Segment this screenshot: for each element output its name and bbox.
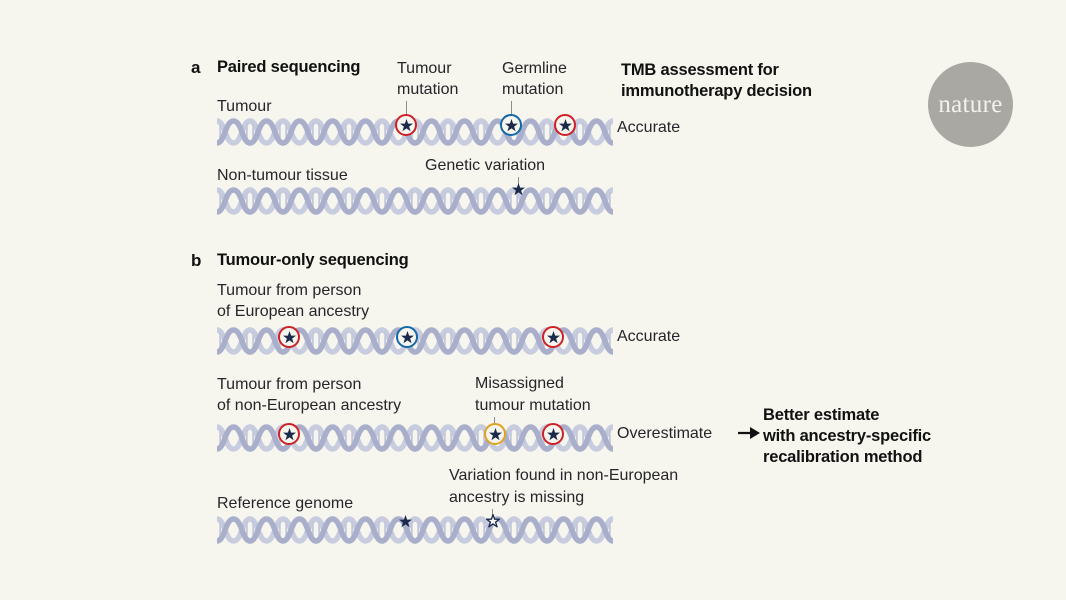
- headline-better-estimate-line2: with ancestry-specific: [763, 427, 931, 445]
- panel-a-letter: a: [191, 58, 201, 77]
- callout-tumour-mutation-line1: Tumour: [397, 60, 452, 77]
- callout-germline-mutation-line1: Germline: [502, 60, 567, 77]
- misassigned-mutation-marker: [484, 423, 506, 445]
- callout-misassigned-line2: tumour mutation: [475, 397, 591, 414]
- outcome-paired-tumour: Accurate: [617, 119, 681, 136]
- reference-variant-star: [399, 515, 412, 528]
- dna-strand-non-tumour: [217, 186, 613, 216]
- leader-line-tumour-mutation: [406, 101, 407, 117]
- row-label-reference-genome: Reference genome: [217, 495, 354, 512]
- callout-germline-mutation-line2: mutation: [502, 81, 564, 98]
- headline-better-estimate-line1: Better estimate: [763, 406, 880, 424]
- row-label-tumour-non-european-line2: of non-European ancestry: [217, 397, 402, 414]
- row-label-tumour-non-european-line1: Tumour from person: [217, 376, 362, 393]
- outcome-tumour-non-european: Overestimate: [617, 425, 713, 442]
- panel-b-letter: b: [191, 251, 202, 270]
- callout-variation-missing-line2: ancestry is missing: [449, 489, 585, 506]
- nature-logo-text: nature: [938, 90, 1003, 118]
- tumour-mutation-marker-2: [554, 114, 576, 136]
- nature-logo-badge: nature: [928, 62, 1013, 147]
- tumour-mutation-marker-b1b: [542, 326, 564, 348]
- tumour-mutation-marker-b2: [278, 423, 300, 445]
- missing-variation-star: [486, 514, 500, 528]
- leader-line-genetic-variation: [518, 177, 519, 188]
- headline-tmb-line1: TMB assessment for: [621, 61, 779, 79]
- panel-a-title: Paired sequencing: [217, 58, 361, 76]
- headline-tmb-line2: immunotherapy decision: [621, 82, 812, 100]
- outcome-tumour-european: Accurate: [617, 328, 681, 345]
- callout-genetic-variation: Genetic variation: [425, 157, 546, 174]
- tumour-mutation-marker-b1: [278, 326, 300, 348]
- leader-line-germline-mutation: [511, 101, 512, 117]
- headline-better-estimate-line3: recalibration method: [763, 448, 923, 466]
- callout-misassigned-line1: Misassigned: [475, 375, 564, 392]
- genetic-variation-star: [512, 183, 525, 196]
- germline-mutation-marker: [500, 114, 522, 136]
- germline-mutation-marker-b1: [396, 326, 418, 348]
- row-label-tumour-european-line1: Tumour from person: [217, 282, 362, 299]
- row-label-tumour: Tumour: [217, 98, 272, 115]
- row-label-non-tumour-tissue: Non-tumour tissue: [217, 167, 348, 184]
- row-label-tumour-european-line2: of European ancestry: [217, 303, 370, 320]
- arrow-right-icon: [738, 424, 762, 447]
- tumour-mutation-marker: [395, 114, 417, 136]
- dna-strand-reference-genome: [217, 515, 613, 545]
- panel-b-title: Tumour-only sequencing: [217, 251, 409, 269]
- callout-tumour-mutation-line2: mutation: [397, 81, 459, 98]
- tumour-mutation-marker-b2b: [542, 423, 564, 445]
- callout-variation-missing-line1: Variation found in non-European: [449, 467, 679, 484]
